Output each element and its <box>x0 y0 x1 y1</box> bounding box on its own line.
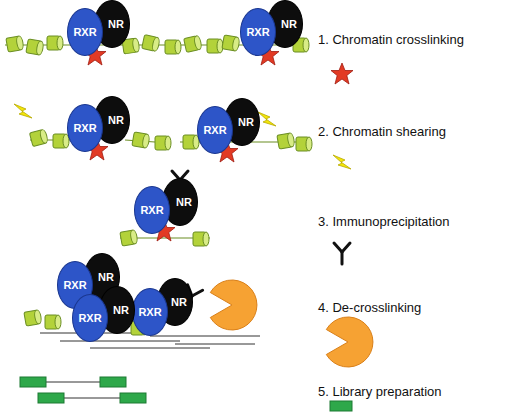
rxr-oval: RXR <box>134 186 170 234</box>
rxr-oval: RXR <box>240 8 276 56</box>
protein-label: NR <box>98 271 114 283</box>
protein-label: NR <box>171 296 187 308</box>
protein-label: NR <box>113 304 129 316</box>
protein-label: RXR <box>78 312 101 324</box>
protein-label: RXR <box>73 26 96 38</box>
protein-label: RXR <box>63 279 86 291</box>
legend-pacman <box>326 317 373 367</box>
protein-label: NR <box>108 114 124 126</box>
rxr-oval: RXR <box>67 104 103 152</box>
legend-text: 5. Library preparation <box>318 384 442 399</box>
protein-label: RXR <box>140 204 163 216</box>
protein-label: NR <box>281 18 297 30</box>
protein-label: RXR <box>203 124 226 136</box>
protein-label: NR <box>108 18 124 30</box>
shearing-bolt <box>258 112 276 126</box>
legend-library <box>330 401 352 411</box>
rxr-oval: RXR <box>197 106 233 154</box>
legend-antibody <box>334 243 350 264</box>
legend-text: 1. Chromatin crosslinking <box>318 32 464 47</box>
rxr-oval: RXR <box>67 8 103 56</box>
legend-text: 2. Chromatin shearing <box>318 124 446 139</box>
rxr-oval: RXR <box>72 294 108 342</box>
protein-label: NR <box>238 116 254 128</box>
library-fragments <box>20 377 146 403</box>
protein-label: RXR <box>246 26 269 38</box>
legend-bolt <box>333 155 351 169</box>
shearing-bolt <box>14 104 32 118</box>
protein-label: RXR <box>73 122 96 134</box>
protein-label: NR <box>176 196 192 208</box>
rxr-oval: RXR <box>132 288 168 336</box>
protein-label: RXR <box>138 306 161 318</box>
legend-star <box>331 63 353 84</box>
pacman-enzyme <box>210 280 257 330</box>
legend-text: 4. De-crosslinking <box>318 300 421 315</box>
legend-text: 3. Immunoprecipitation <box>318 214 450 229</box>
